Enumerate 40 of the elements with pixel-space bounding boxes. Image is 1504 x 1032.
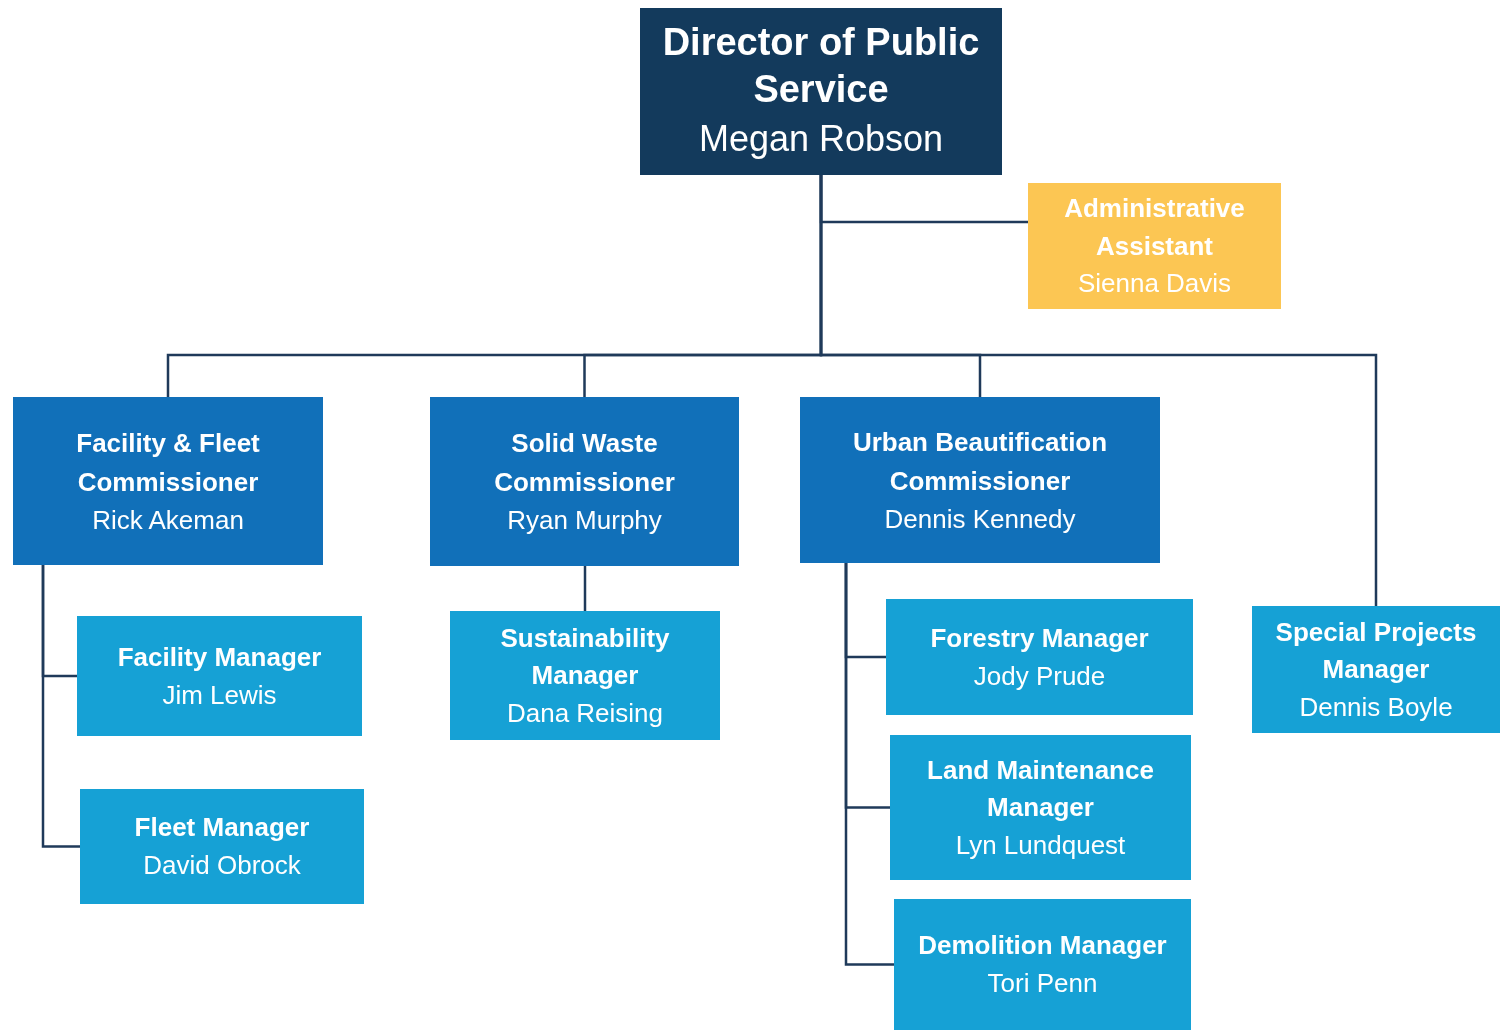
job-title: Urban Beautification Commissioner (851, 425, 1109, 498)
job-title: Forestry Manager (930, 621, 1149, 655)
job-title: Facility & Fleet Commissioner (75, 426, 261, 499)
org-box (80, 789, 364, 904)
connector-line (41, 565, 80, 848)
person-name: Jim Lewis (162, 678, 277, 712)
org-box (890, 735, 1191, 880)
job-title: Facility Manager (117, 640, 322, 674)
person-name: Rick Akeman (92, 503, 244, 537)
job-title: Land Maintenance Manager (926, 753, 1155, 825)
person-name: Lyn Lundquest (955, 829, 1126, 862)
person-name: Tori Penn (987, 967, 1098, 1001)
org-box (1028, 183, 1281, 309)
job-title: Fleet Manager (134, 811, 310, 845)
job-title: Director of Public Service (661, 19, 981, 113)
job-title: Administrative Assistant (1063, 192, 1246, 263)
person-name: Dennis Kennedy (884, 502, 1076, 536)
org-box (450, 611, 720, 740)
org-box (13, 397, 323, 565)
org-box (800, 397, 1160, 563)
person-name: Dennis Boyle (1299, 691, 1453, 724)
connector-line (583, 566, 587, 611)
person-name: Sienna Davis (1077, 267, 1232, 301)
job-title: Sustainability Manager (499, 621, 671, 693)
org-box (640, 8, 1002, 175)
person-name: Dana Reising (506, 697, 664, 730)
person-name: Megan Robson (698, 116, 944, 161)
org-box (894, 899, 1191, 1030)
connector-line (819, 175, 1378, 606)
org-box (77, 616, 362, 736)
person-name: Ryan Murphy (507, 504, 662, 538)
org-box (886, 599, 1193, 715)
job-title: Demolition Manager (918, 929, 1167, 963)
job-title: Special Projects Manager (1274, 615, 1478, 687)
org-box (430, 397, 739, 566)
person-name: Jody Prude (973, 659, 1106, 693)
job-title: Solid Waste Commissioner (493, 427, 676, 500)
connector-line (844, 563, 894, 966)
person-name: David Obrock (143, 849, 301, 883)
org-box (1252, 606, 1500, 733)
